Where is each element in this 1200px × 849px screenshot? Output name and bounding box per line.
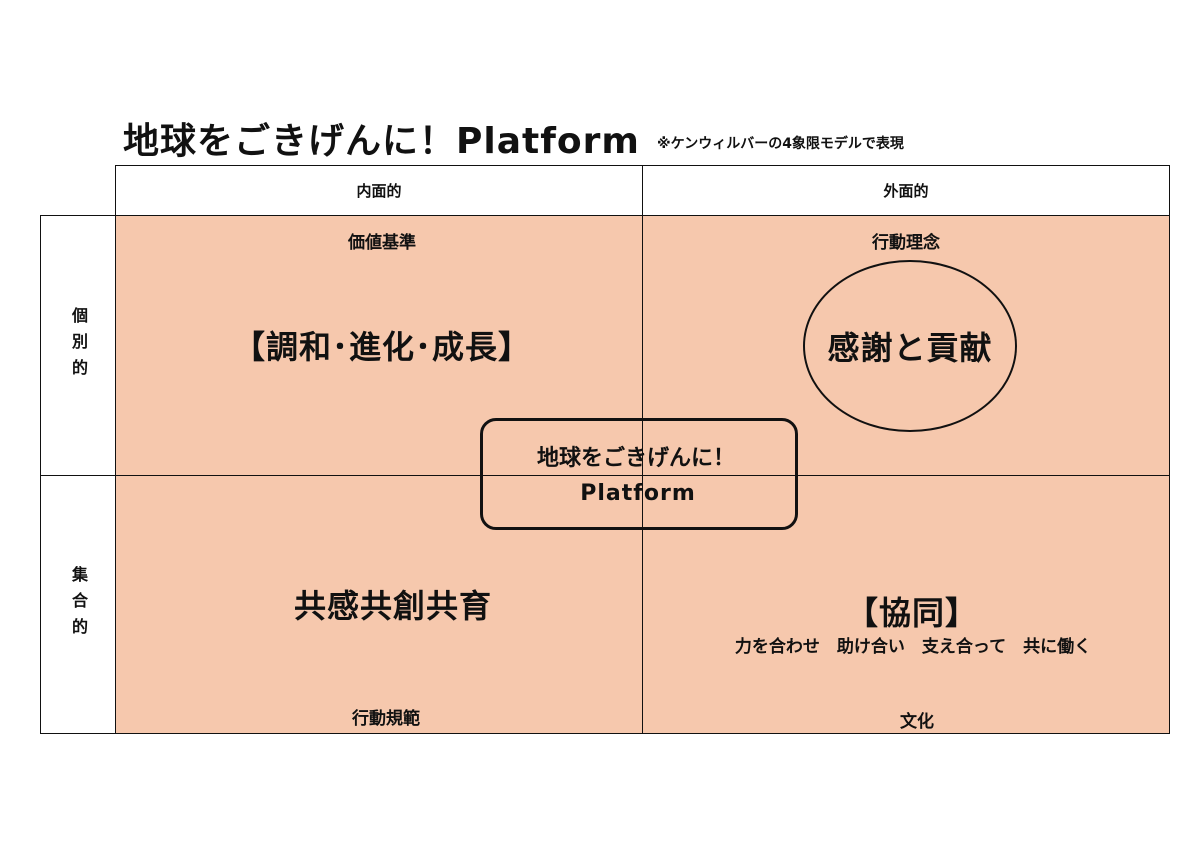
column-header-exterior: 外面的 [642, 165, 1170, 216]
column-header-interior: 内面的 [115, 165, 643, 216]
page-subtitle: ※ケンウィルバーの4象限モデルで表現 [657, 136, 904, 152]
row-label-collective: 集合的 [40, 475, 116, 734]
platform-center-line1: 地球をごきげんに！ [536, 446, 736, 471]
gratitude-contribution-text: 感謝と貢献 [827, 329, 993, 367]
page-title: 地球をごきげんに！Platform [123, 121, 640, 162]
culture-caption: 文化 [900, 712, 934, 732]
code-of-conduct-caption: 行動規範 [352, 709, 420, 729]
cooperation-text: 【協同】 [845, 594, 979, 632]
column-header-exterior-label: 外面的 [883, 182, 929, 200]
cooperation-description: 力を合わせ 助け合い 支え合って 共に働く [734, 637, 1092, 657]
row-label-individual: 個別的 [40, 215, 116, 476]
platform-center-line2: Platform [580, 481, 696, 506]
value-standard-caption: 価値基準 [348, 233, 416, 253]
row-label-individual-text: 個別的 [69, 306, 88, 385]
column-header-interior-label: 内面的 [356, 182, 402, 200]
quadrant-lower-left [115, 475, 643, 734]
empathy-cocreation-text: 共感共創共育 [293, 587, 493, 625]
platform-center-box [480, 418, 798, 530]
gratitude-ellipse: 感謝と貢献 [803, 260, 1017, 432]
row-label-collective-text: 集合的 [69, 565, 88, 644]
action-philosophy-caption: 行動理念 [872, 233, 940, 253]
value-standard-main: 【調和･進化･成長】 [232, 328, 532, 366]
quadrant-upper-left [115, 215, 643, 476]
quadrant-lower-right [642, 475, 1170, 734]
